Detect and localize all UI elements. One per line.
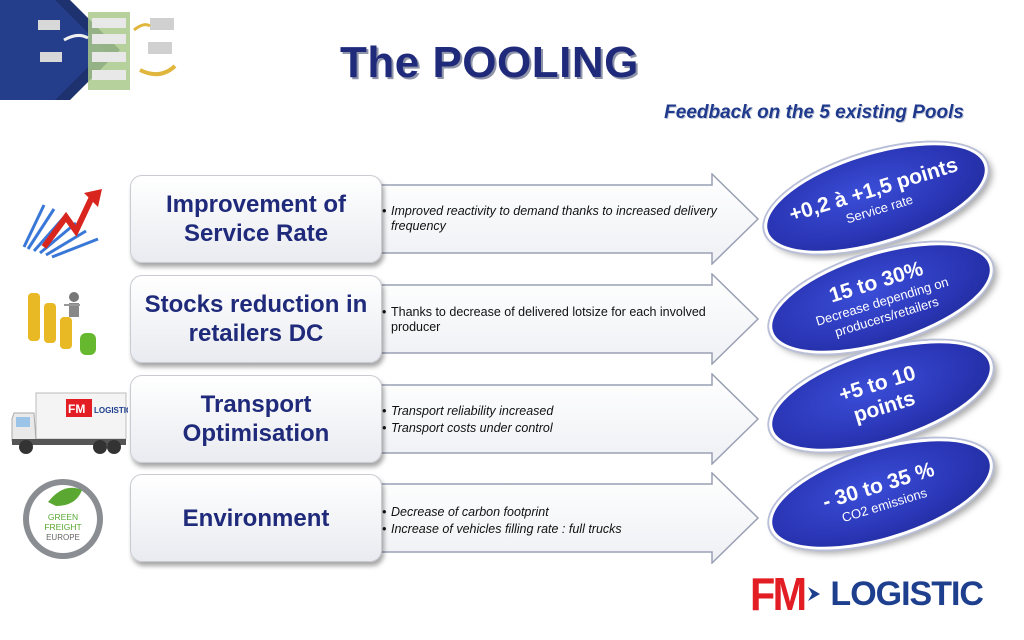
row-environment: GREEN FREIGHT EUROPE Environment Decreas… (0, 472, 1024, 564)
row-bullet-list: Thanks to decrease of delivered lotsize … (382, 273, 717, 365)
row-bullet-list: Improved reactivity to demand thanks to … (382, 173, 717, 265)
bullet-item: Transport reliability increased (382, 403, 717, 420)
bullet-item: Decrease of carbon footprint (382, 504, 717, 521)
corner-logistics-graphic-icon (0, 0, 177, 100)
bullet-item: Improved reactivity to demand thanks to … (382, 204, 717, 234)
row-heading-box: Transport Optimisation (130, 375, 382, 463)
truck-logo-mark: FM (68, 402, 85, 416)
badge-text-green: GREEN (48, 512, 78, 522)
stock-columns-icon (28, 292, 96, 355)
page-title: The POOLING (340, 38, 639, 87)
badge-text-europe: EUROPE (46, 533, 80, 542)
badge-text-freight: FREIGHT (44, 522, 81, 532)
row-bullet-list: Decrease of carbon footprint Increase of… (382, 472, 717, 564)
logo-word: LOGISTIC (830, 574, 984, 613)
green-freight-badge-icon: GREEN FREIGHT EUROPE (23, 479, 103, 559)
row-heading-box: Environment (130, 474, 382, 562)
truck-logo-word: LOGISTIC (94, 406, 128, 415)
row-bullet-list: Transport reliability increased Transpor… (382, 373, 717, 465)
page-subtitle: Feedback on the 5 existing Pools (664, 102, 964, 123)
row-heading-box: Stocks reduction in retailers DC (130, 275, 382, 363)
chart-arrow-icon (22, 189, 102, 259)
row-stocks-reduction: Stocks reduction in retailers DC Thanks … (0, 273, 1024, 365)
bullet-item: Thanks to decrease of delivered lotsize … (382, 305, 717, 335)
bullet-item: Increase of vehicles filling rate : full… (382, 521, 717, 538)
delivery-truck-icon: FM LOGISTIC (11, 392, 128, 454)
bullet-item: Transport costs under control (382, 420, 717, 437)
row-transport: FM LOGISTIC Transport Optimisation Trans… (0, 373, 1024, 465)
fm-logistic-logo: FM LOGISTIC (750, 568, 1000, 620)
logo-arrow-icon (808, 587, 821, 601)
row-heading-box: Improvement of Service Rate (130, 175, 382, 263)
logo-mark: FM (750, 568, 807, 620)
row-service-rate: Improvement of Service Rate Improved rea… (0, 173, 1024, 265)
